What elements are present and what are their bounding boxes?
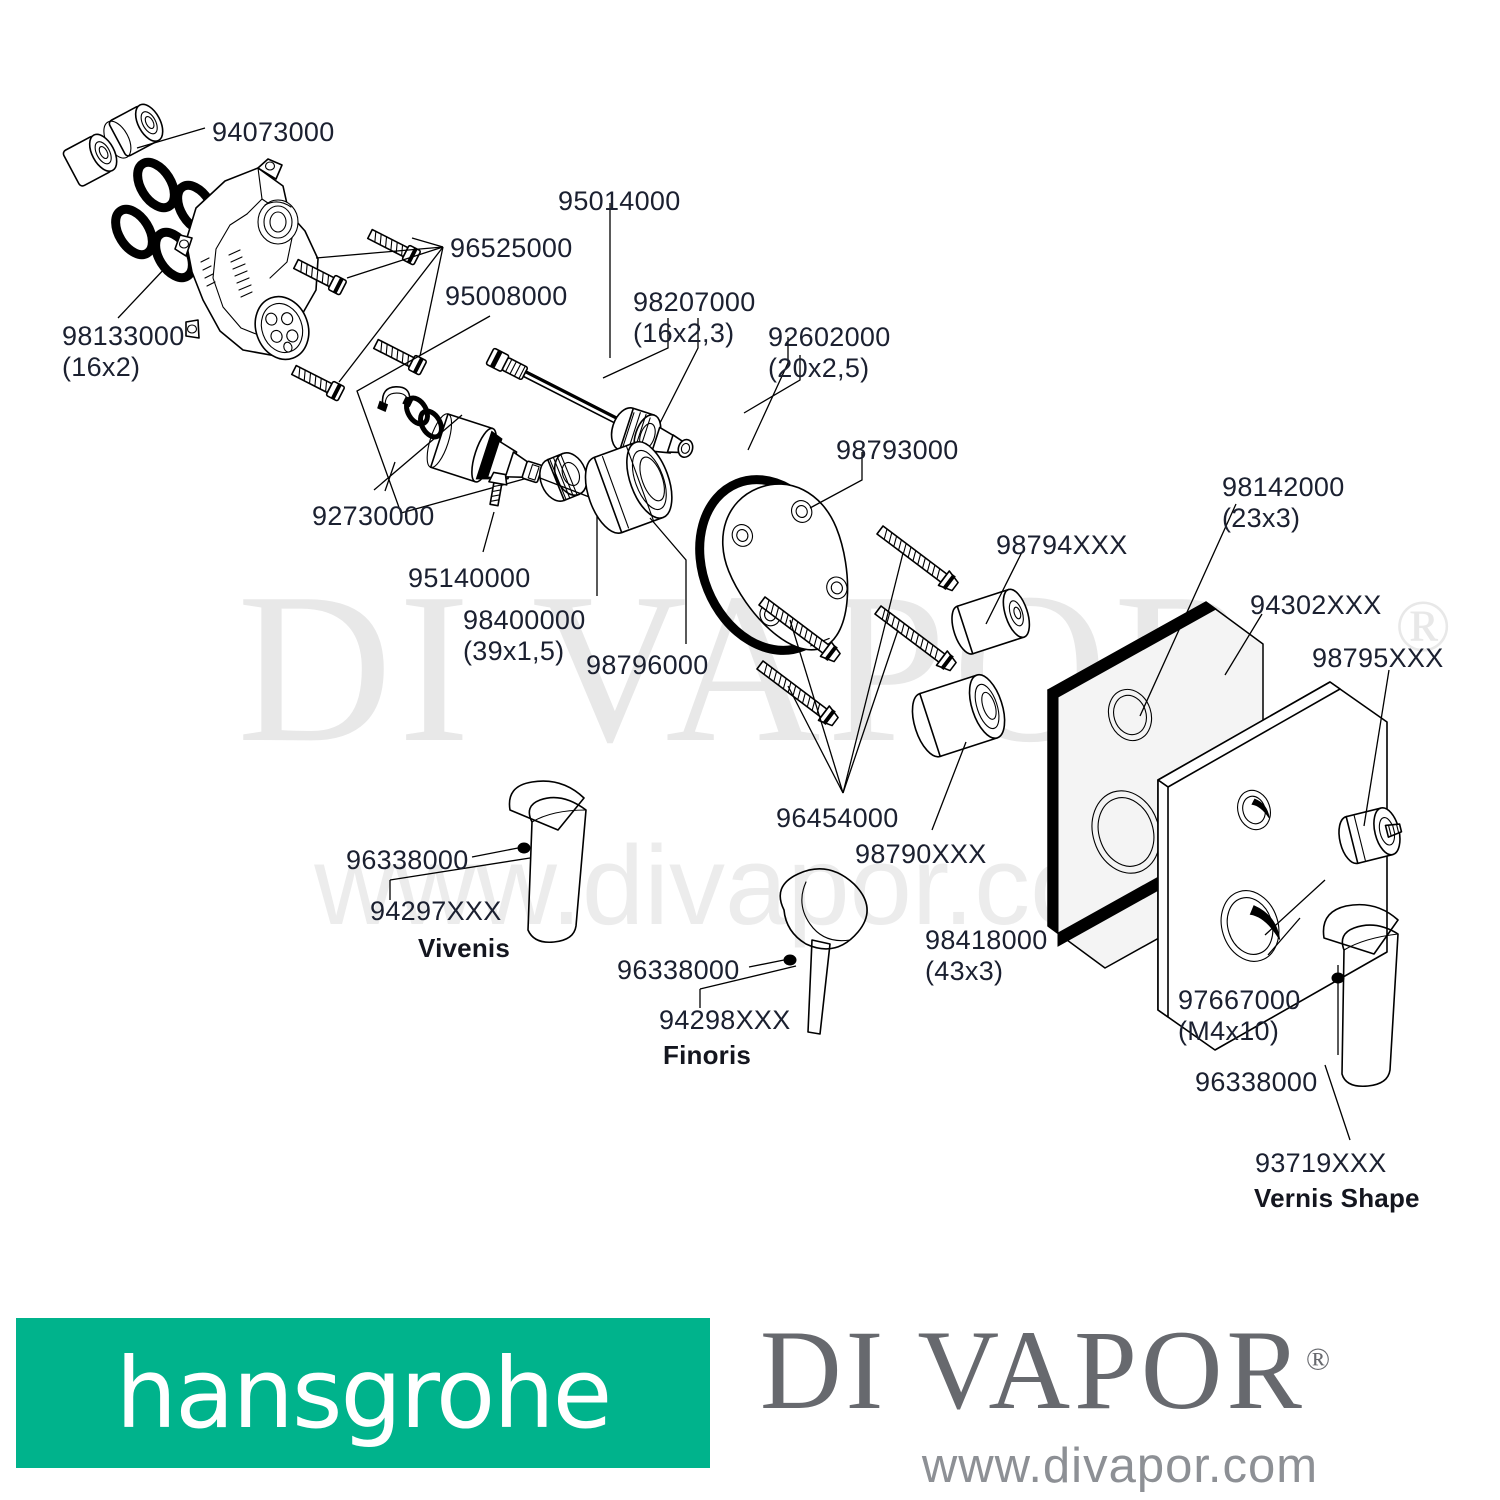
part-number: 98790XXX: [855, 839, 987, 869]
part-number: 98793000: [836, 435, 959, 465]
part-number: 95140000: [408, 563, 531, 593]
part-label-94302xxx: 94302XXX: [1250, 590, 1382, 621]
part-label-98418000: 98418000(43x3): [925, 925, 1048, 987]
part-label-93719xxx: 93719XXX: [1255, 1148, 1387, 1179]
part-98793000-rosette: [695, 337, 863, 655]
part-label-95140000: 95140000: [408, 563, 531, 594]
part-label-98795xxx: 98795XXX: [1312, 643, 1444, 674]
part-number: 96525000: [450, 233, 573, 263]
part-label-96454000: 96454000: [776, 803, 899, 834]
part-label-98794xxx: 98794XXX: [996, 530, 1128, 561]
part-98400000-seal: [539, 452, 598, 596]
part-spec: (16x2): [62, 352, 141, 382]
divapor-name: DI VAPOR: [760, 1308, 1306, 1433]
part-label-98142000: 98142000(23x3): [1222, 472, 1345, 534]
part-number: 98796000: [586, 650, 709, 680]
part-label-98796000: 98796000: [586, 650, 709, 681]
part-label-96338000: 96338000: [346, 845, 469, 876]
part-label-98790xxx: 98790XXX: [855, 839, 987, 870]
divapor-wordmark: DI VAPOR®: [760, 1314, 1480, 1427]
part-spec: (16x2,3): [633, 318, 735, 348]
hansgrohe-wordmark: hansgrohe: [115, 1336, 613, 1450]
part-number: 96454000: [776, 803, 899, 833]
part-94298xxx-finoris-handle: [699, 868, 868, 1035]
part-96454000-long-screws: [756, 525, 959, 794]
part-number: 98400000: [463, 605, 586, 635]
family-name-finoris: Finoris: [663, 1040, 752, 1070]
part-spec: (43x3): [925, 956, 1004, 986]
part-number: 94297XXX: [370, 896, 502, 926]
part-label-95008000: 95008000: [445, 281, 568, 312]
part-spec: (M4x10): [1178, 1016, 1280, 1046]
part-number: 98142000: [1222, 472, 1345, 502]
hansgrohe-logo: hansgrohe: [16, 1318, 710, 1468]
part-label-98793000: 98793000: [836, 435, 959, 466]
part-number: 92602000: [768, 322, 891, 352]
part-number: 96338000: [346, 845, 469, 875]
part-label-94297xxx: 94297XXX: [370, 896, 502, 927]
part-95008000-cartridge-group: [356, 315, 554, 514]
part-spec: (39x1,5): [463, 636, 565, 666]
part-spec: (23x3): [1222, 503, 1301, 533]
part-label-94298xxx: 94298XXX: [659, 1005, 791, 1036]
part-number: 97667000: [1178, 985, 1301, 1015]
footer: hansgrohe DI VAPOR® www.divapor.com: [0, 1290, 1500, 1500]
part-number: 95014000: [558, 186, 681, 216]
part-number: 94073000: [212, 117, 335, 147]
leader-92730000: [384, 461, 396, 492]
family-name-vernis-shape: Vernis Shape: [1254, 1183, 1420, 1213]
part-number: 96338000: [1195, 1067, 1318, 1097]
part-number: 93719XXX: [1255, 1148, 1387, 1178]
part-label-96525000: 96525000: [450, 233, 573, 264]
leader-97667000: [1267, 917, 1301, 956]
part-98794xxx-sleeve: [951, 551, 1031, 655]
part-label-97667000: 97667000(M4x10): [1178, 985, 1301, 1047]
part-95140000-screw: [482, 471, 508, 553]
part-number: 92730000: [312, 501, 435, 531]
part-98796000-sleeve: [584, 441, 687, 644]
part-label-98207000: 98207000(16x2,3): [633, 287, 756, 349]
divapor-url: www.divapor.com: [921, 1439, 1319, 1493]
part-number: 94298XXX: [659, 1005, 791, 1035]
part-96525000-screws: [290, 228, 444, 402]
part-93719xxx-vernis-handle: [1264, 879, 1399, 1141]
part-number: 98418000: [925, 925, 1048, 955]
part-spec: (20x2,5): [768, 353, 870, 383]
part-valve-body: [174, 158, 319, 361]
part-number: 98207000: [633, 287, 756, 317]
part-number: 98133000: [62, 321, 185, 351]
part-label-98400000: 98400000(39x1,5): [463, 605, 586, 667]
registered-trademark-icon: ®: [1305, 1340, 1331, 1377]
part-label-95014000: 95014000: [558, 186, 681, 217]
part-98790xxx-sleeve: [911, 673, 1006, 831]
part-number: 95008000: [445, 281, 568, 311]
part-number: 98795XXX: [1312, 643, 1444, 673]
leader-98142000: [1139, 503, 1237, 717]
part-label-94073000: 94073000: [212, 117, 335, 148]
part-94302xxx-front-plate: [1157, 613, 1388, 1051]
part-label-96338000: 96338000: [617, 955, 740, 986]
part-number: 94302XXX: [1250, 590, 1382, 620]
part-number: 98794XXX: [996, 530, 1128, 560]
part-label-98133000: 98133000(16x2): [62, 321, 185, 383]
part-94297xxx-vivenis-handle: [389, 780, 587, 944]
part-94073000-bushings: [62, 103, 206, 187]
part-number: 96338000: [617, 955, 740, 985]
part-label-92602000: 92602000(20x2,5): [768, 322, 891, 384]
part-label-96338000: 96338000: [1195, 1067, 1318, 1098]
part-label-92730000: 92730000: [312, 501, 435, 532]
family-name-vivenis: Vivenis: [418, 933, 510, 963]
part-98795xxx-knob: [1338, 669, 1403, 865]
